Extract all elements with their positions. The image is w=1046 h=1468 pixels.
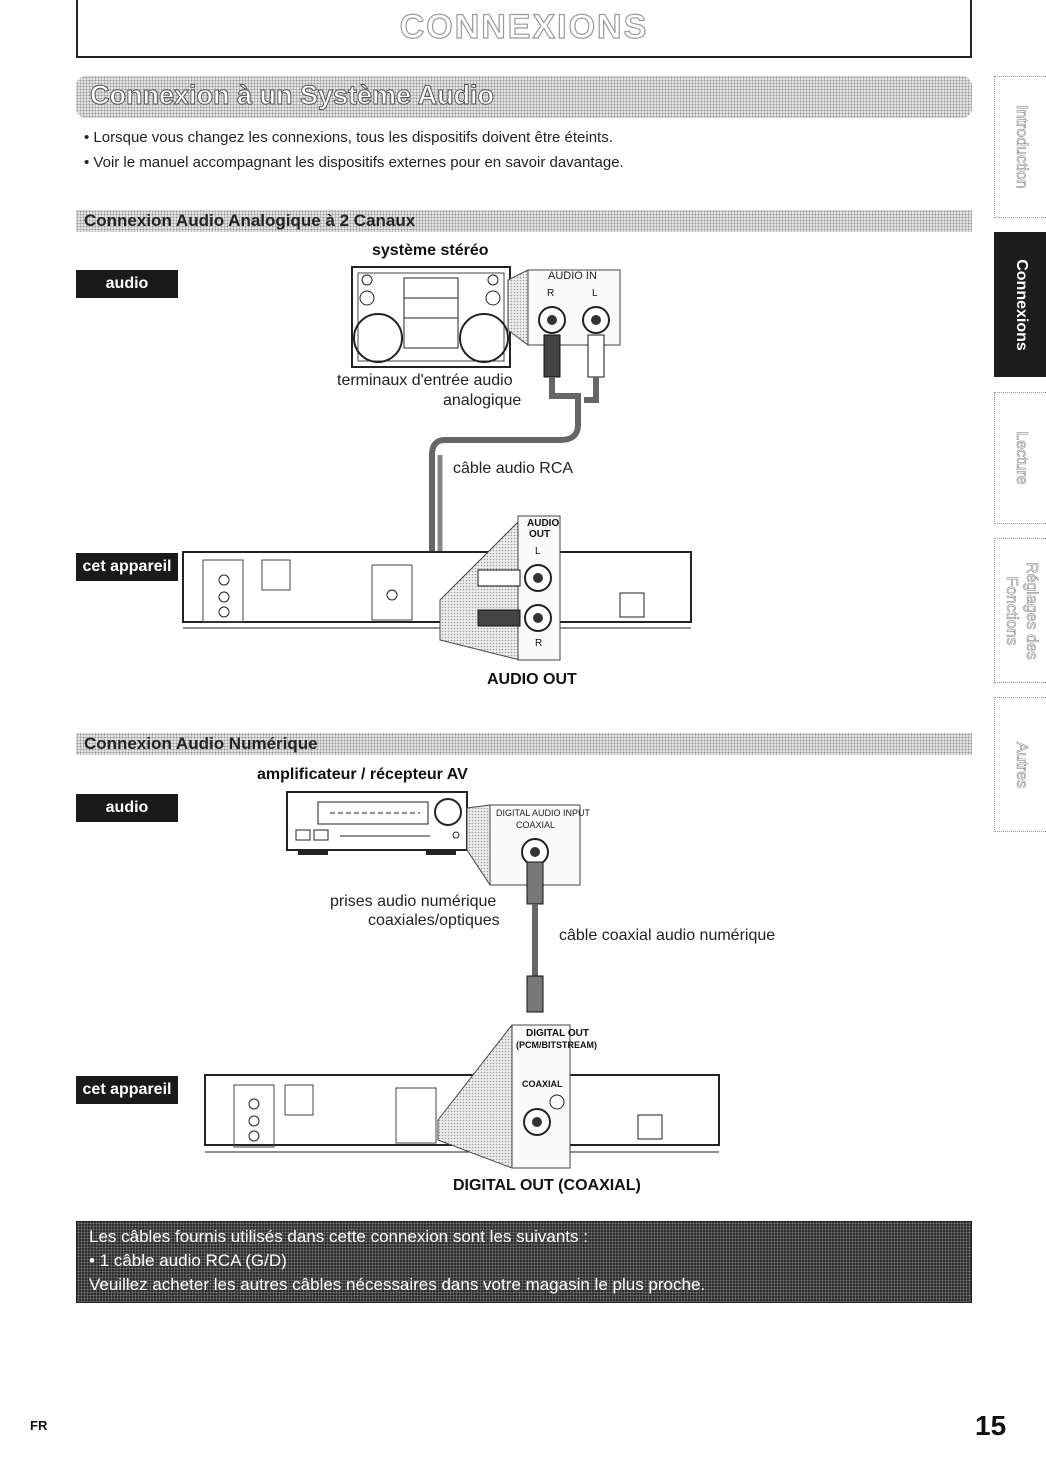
- device-title: système stéréo: [372, 242, 489, 259]
- page-number: 15: [975, 1410, 1007, 1441]
- tab-connexions[interactable]: Connexions: [994, 232, 1046, 377]
- tab-reglages[interactable]: Réglages des Fonctions: [994, 538, 1046, 683]
- footer-language: FR: [30, 1418, 48, 1433]
- audio-out-label-line1: AUDIO: [527, 518, 560, 529]
- caption-input-line1: terminaux d'entrée audio: [337, 372, 513, 389]
- subsection-title: Connexion Audio Numérique: [84, 734, 318, 753]
- digital-in-label-line1: DIGITAL AUDIO INPUT: [496, 808, 591, 818]
- stereo-system-icon: [351, 266, 511, 368]
- cable-caption: câble audio RCA: [453, 460, 574, 477]
- tab-introduction[interactable]: Introduction: [994, 76, 1046, 218]
- digital-in-label-line2: COAXIAL: [516, 820, 556, 830]
- caption-input-line2: analogique: [443, 392, 522, 409]
- audio-out-label-line2: OUT: [529, 529, 551, 540]
- digital-connection-diagram: [204, 791, 720, 1169]
- analog-connection-diagram: [182, 266, 692, 661]
- av-receiver-icon: [286, 791, 468, 855]
- tab-label: Introduction: [1012, 105, 1030, 189]
- coaxial-cable: [526, 861, 544, 1013]
- note-line: Veuillez acheter les autres câbles néces…: [89, 1275, 706, 1294]
- tab-lecture[interactable]: Lecture: [994, 392, 1046, 524]
- digital-out-label-line2: (PCM/BITSTREAM): [516, 1040, 597, 1050]
- tab-label: Autres: [1012, 741, 1030, 788]
- audio-out-caption: AUDIO OUT: [487, 671, 577, 688]
- section-title: Connexion à un Système Audio: [89, 80, 495, 111]
- digital-out-coaxial: COAXIAL: [522, 1079, 563, 1089]
- tab-label: Lecture: [1012, 431, 1030, 485]
- digital-out-caption: DIGITAL OUT (COAXIAL): [453, 1177, 641, 1194]
- tab-label: Réglages des Fonctions: [1002, 561, 1040, 660]
- audio-in-r: R: [547, 288, 555, 299]
- audio-in-label: AUDIO IN: [548, 270, 597, 282]
- label-unit: cet appareil: [76, 553, 178, 581]
- unit-rear-panel: [182, 551, 692, 629]
- digital-out-label-line1: DIGITAL OUT: [526, 1028, 589, 1039]
- coaxial-cable-caption: câble coaxial audio numérique: [559, 927, 776, 944]
- caption-jacks-line2: coaxiales/optiques: [368, 912, 500, 929]
- note-line: Les câbles fournis utilisés dans cette c…: [89, 1227, 588, 1246]
- tab-autres[interactable]: Autres: [994, 697, 1046, 832]
- label-unit: cet appareil: [76, 1076, 178, 1104]
- audio-out-l: L: [535, 546, 541, 557]
- audio-in-l: L: [592, 288, 598, 299]
- device-title: amplificateur / récepteur AV: [257, 766, 468, 783]
- audio-out-r: R: [535, 638, 543, 649]
- subsection-banner-analog: Connexion Audio Analogique à 2 Canaux: [76, 210, 972, 232]
- note-line: • 1 câble audio RCA (G/D): [89, 1251, 287, 1270]
- caption-jacks-line1: prises audio numérique: [330, 893, 497, 910]
- cables-note-box: Les câbles fournis utilisés dans cette c…: [76, 1221, 972, 1303]
- page-title: CONNEXIONS: [399, 7, 649, 46]
- bullet-item: • Voir le manuel accompagnant les dispos…: [84, 154, 624, 171]
- subsection-banner-digital: Connexion Audio Numérique: [76, 733, 972, 755]
- section-banner: Connexion à un Système Audio: [76, 76, 972, 118]
- bullet-item: • Lorsque vous changez les connexions, t…: [84, 129, 613, 146]
- tab-label: Connexions: [1012, 258, 1030, 351]
- label-audio: audio: [76, 270, 178, 298]
- subsection-title: Connexion Audio Analogique à 2 Canaux: [84, 211, 416, 230]
- label-audio: audio: [76, 794, 178, 822]
- header-box: CONNEXIONS: [76, 0, 972, 58]
